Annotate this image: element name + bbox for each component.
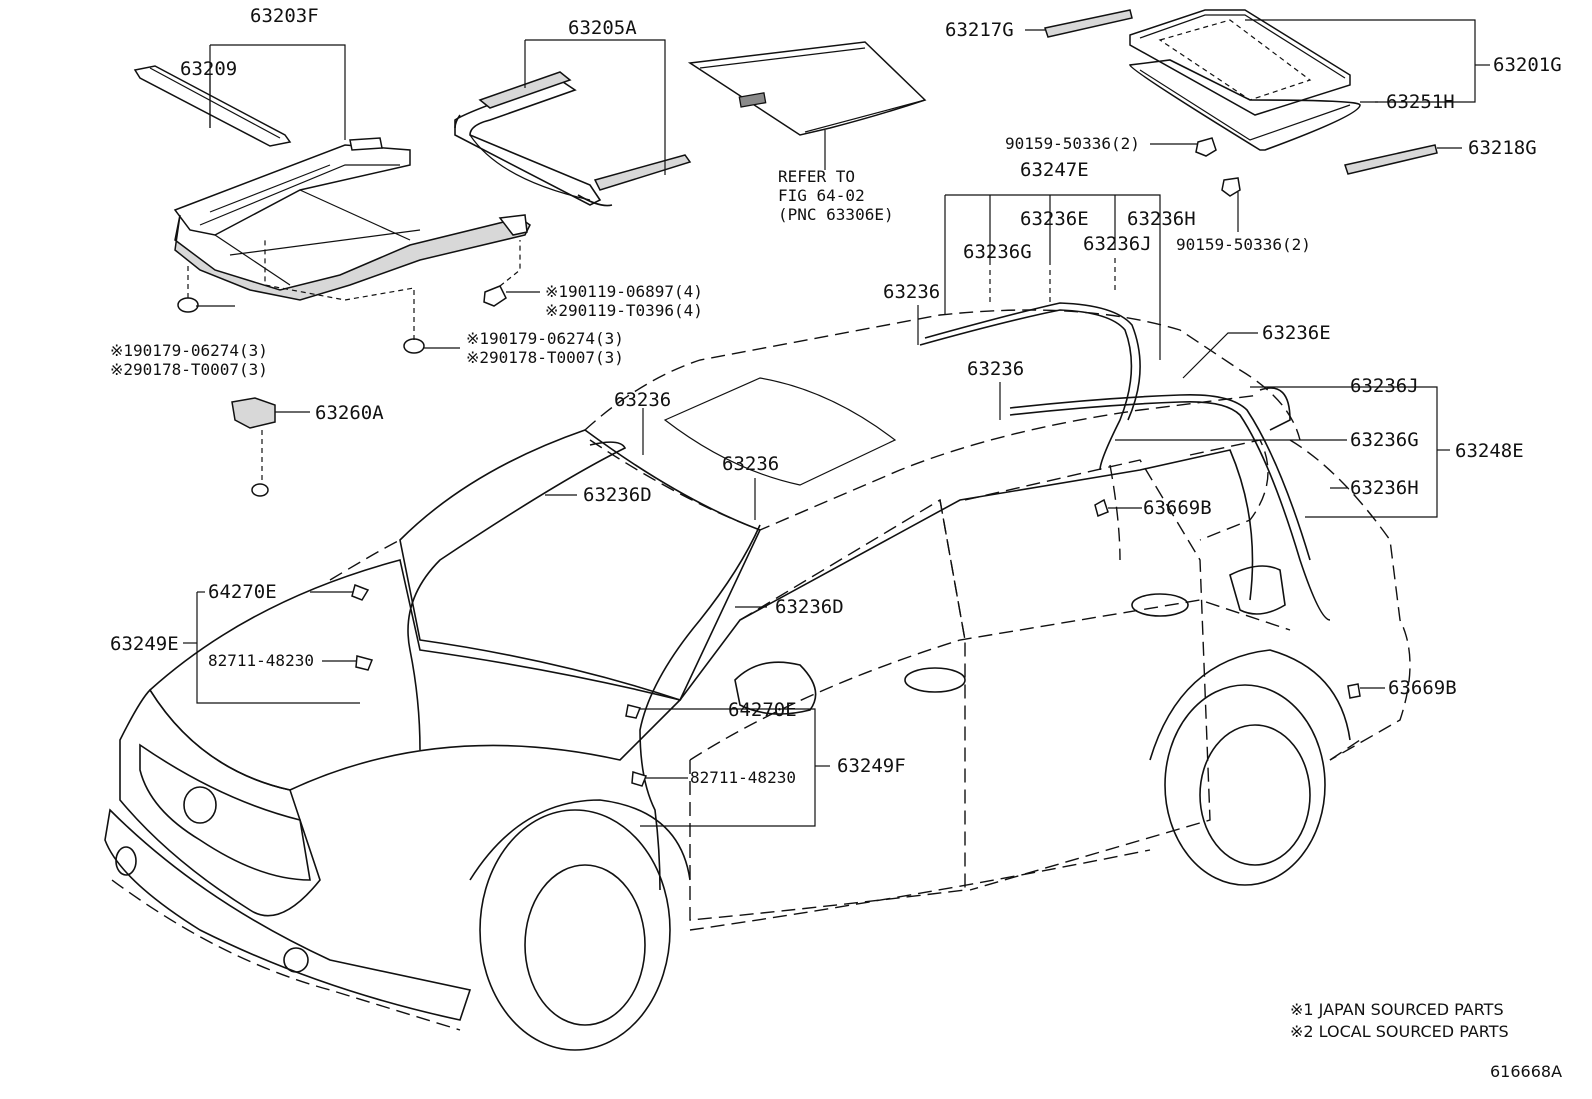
label-clip-1a: ※190119-06897(4) (545, 282, 703, 301)
label-82711-b: 82711-48230 (690, 768, 796, 787)
windshield-molding-right (639, 524, 761, 891)
label-90159-a: 90159-50336(2) (1005, 134, 1140, 153)
label-63201G: 63201G (1493, 54, 1562, 76)
label-63236G-top: 63236G (963, 241, 1032, 263)
part-labels: 63203F 63209 63205A 63217G 63201G 63251H… (110, 5, 1562, 787)
fasteners (177, 137, 1361, 699)
label-nut-3b: ※290178-T0007(3) (466, 348, 624, 367)
footnote-japan: ※1 JAPAN SOURCED PARTS (1290, 1000, 1504, 1019)
label-63236-c: 63236 (614, 389, 671, 411)
label-63236D-b: 63236D (775, 596, 844, 618)
label-63236-a: 63236 (883, 281, 940, 303)
label-63669B-b: 63669B (1388, 677, 1457, 699)
label-64270E-b: 64270E (728, 699, 797, 721)
label-nut-2a: ※190179-06274(3) (110, 341, 268, 360)
label-63248E: 63248E (1455, 440, 1524, 462)
label-63260A: 63260A (315, 402, 384, 424)
sunroof-housing-63203F (173, 137, 531, 301)
footnotes: ※1 JAPAN SOURCED PARTS ※2 LOCAL SOURCED … (1290, 1000, 1562, 1081)
drain-rail-63209 (133, 65, 292, 147)
label-63236G-right: 63236G (1350, 429, 1419, 451)
label-63236E-top: 63236E (1020, 208, 1089, 230)
weatherstrips (1044, 9, 1438, 175)
sunroof-glass-63201G (1129, 9, 1361, 151)
vehicle-illustration (104, 309, 1411, 1051)
label-63669B-a: 63669B (1143, 497, 1212, 519)
label-82711-a: 82711-48230 (208, 651, 314, 670)
figure-id: 616668A (1490, 1062, 1562, 1081)
label-63203F: 63203F (250, 5, 319, 27)
label-63249F: 63249F (837, 755, 906, 777)
label-63236D-a: 63236D (583, 484, 652, 506)
label-clip-1b: ※290119-T0396(4) (545, 301, 703, 320)
label-63236J-top: 63236J (1083, 233, 1152, 255)
label-63236H-top: 63236H (1127, 208, 1196, 230)
roof-drip-channel-right (1009, 400, 1331, 621)
label-nut-2b: ※290178-T0007(3) (110, 360, 268, 379)
label-63249E: 63249E (110, 633, 179, 655)
label-63217G: 63217G (945, 19, 1014, 41)
windshield-molding-left (407, 441, 627, 751)
label-refer-line2: FIG 64-02 (778, 186, 865, 205)
label-refer-line1: REFER TO (778, 167, 855, 186)
label-64270E-a: 64270E (208, 581, 277, 603)
label-nut-3a: ※190179-06274(3) (466, 329, 624, 348)
label-63236-b: 63236 (967, 358, 1024, 380)
label-63236J-right: 63236J (1350, 375, 1419, 397)
label-63247E: 63247E (1020, 159, 1089, 181)
sunroof-frame-63205A (454, 71, 692, 207)
label-refer-line3: (PNC 63306E) (778, 205, 894, 224)
label-63218G: 63218G (1468, 137, 1537, 159)
sunshade-panel (687, 41, 927, 136)
label-63236-d: 63236 (722, 453, 779, 475)
label-63251H: 63251H (1386, 91, 1455, 113)
footnote-local: ※2 LOCAL SOURCED PARTS (1290, 1022, 1509, 1041)
label-63205A: 63205A (568, 17, 637, 39)
label-63209: 63209 (180, 58, 237, 80)
leader-lines (183, 19, 1490, 827)
roof-moldings (407, 302, 1331, 891)
label-63236E-right: 63236E (1262, 322, 1331, 344)
label-90159-b: 90159-50336(2) (1176, 235, 1311, 254)
roof-drip-channel-upper (919, 309, 1133, 471)
label-63236H-right: 63236H (1350, 477, 1419, 499)
